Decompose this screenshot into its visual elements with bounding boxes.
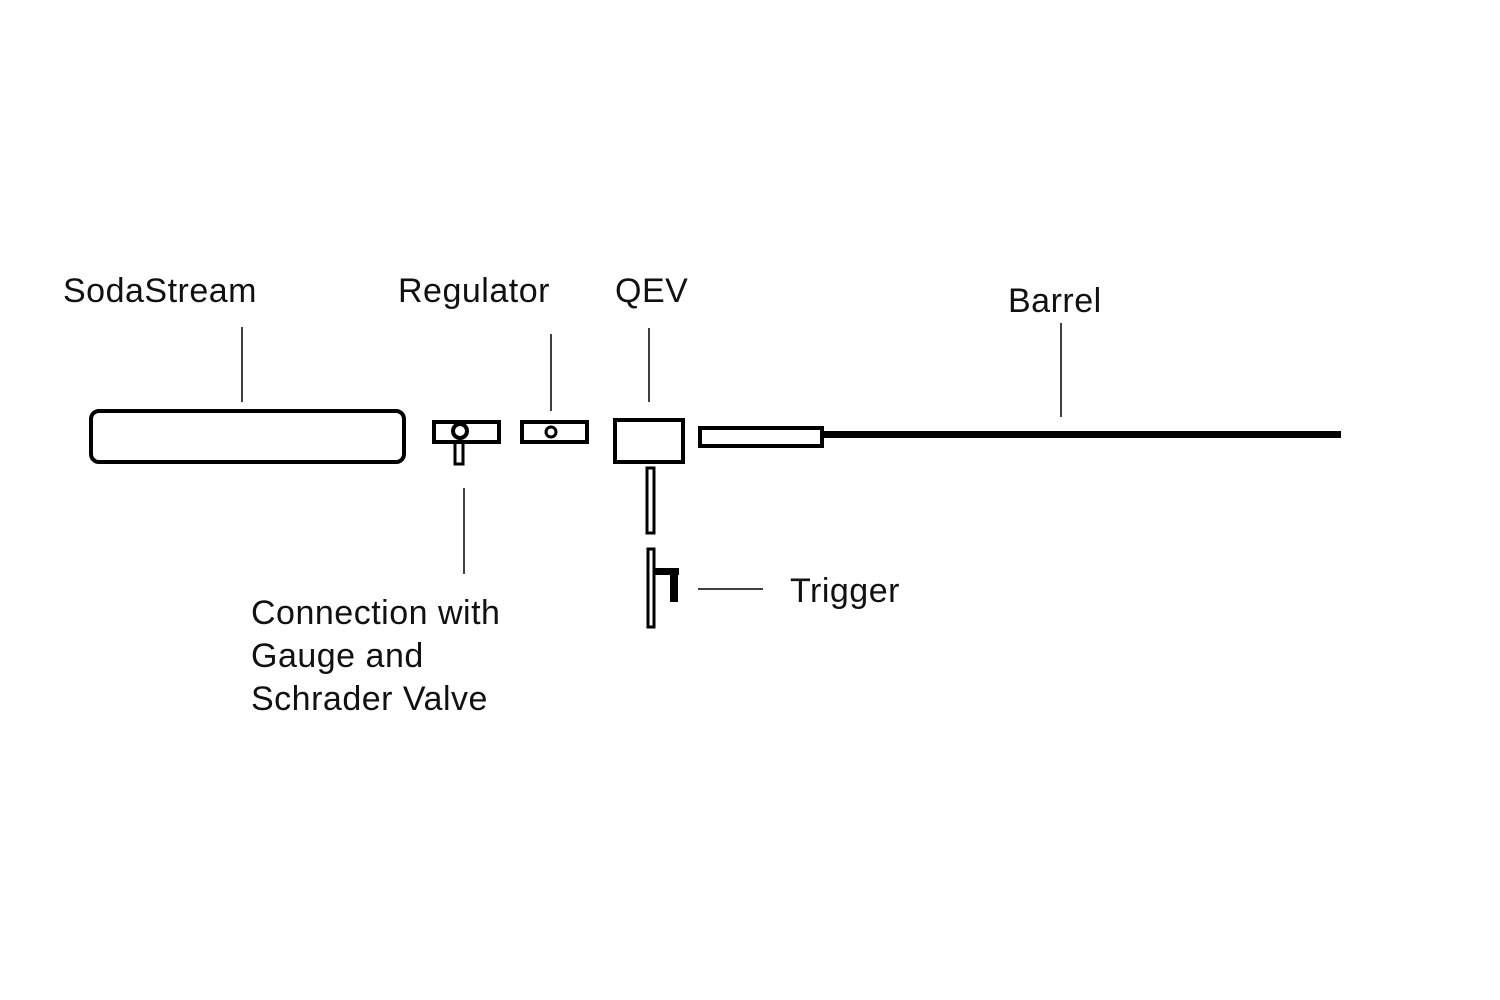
regulator-port-icon [544, 425, 558, 439]
schrader-valve-stem [453, 440, 465, 466]
connection-label-line-3: Schrader Valve [251, 680, 488, 718]
trigger-lever [646, 547, 656, 629]
connection-body [432, 420, 501, 444]
trigger-pushrod [645, 466, 656, 535]
connection-label-line-1: Connection with [251, 594, 500, 632]
regulator-label: Regulator [398, 272, 550, 310]
qev-component: QEV [613, 272, 688, 464]
connection-label: Connection with Gauge and Schrader Valve [251, 594, 510, 718]
barrel-tube [822, 431, 1341, 438]
trigger-label: Trigger [790, 572, 900, 610]
regulator-body [520, 420, 589, 444]
regulator-component: Regulator [398, 272, 589, 444]
trigger-catch [670, 575, 678, 602]
connection-label-line-2: Gauge and [251, 637, 424, 675]
qev-label: QEV [615, 272, 688, 310]
trigger-component: Trigger [645, 466, 900, 629]
connection-component: Connection with Gauge and Schrader Valve [251, 420, 510, 718]
qev-body [613, 418, 685, 464]
sodastream-body [89, 409, 406, 464]
barrel-component: Barrel [698, 282, 1341, 448]
barrel-chamber [698, 426, 824, 448]
barrel-label: Barrel [1008, 282, 1102, 320]
trigger-arm [654, 568, 679, 575]
gauge-port-icon [451, 422, 469, 440]
sodastream-label: SodaStream [63, 272, 257, 310]
sodastream-component: SodaStream [63, 272, 406, 464]
